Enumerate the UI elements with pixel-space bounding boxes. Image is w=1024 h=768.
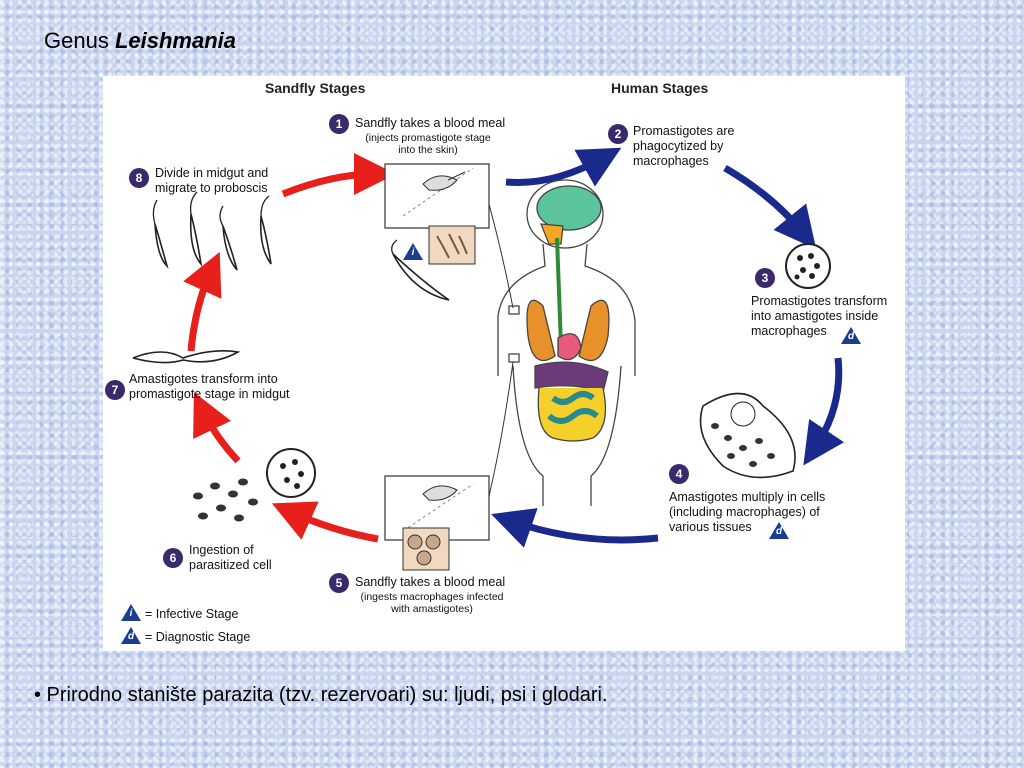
step-7-text: Amastigotes transform into promastigote … xyxy=(129,372,290,401)
step-7-number: 7 xyxy=(105,380,125,400)
step-6-number: 6 xyxy=(163,548,183,568)
arrow-7-to-8 xyxy=(183,251,222,352)
bullet-text: • Prirodno stanište parazita (tzv. rezer… xyxy=(34,684,608,706)
arrow-1-to-2 xyxy=(505,147,622,187)
header-human-stages: Human Stages xyxy=(611,80,709,96)
human-figure xyxy=(497,179,636,506)
diagnostic-stage-icon-3: d xyxy=(841,327,861,344)
step-8-number: 8 xyxy=(129,168,149,188)
step-1-text: Sandfly takes a blood meal xyxy=(355,116,506,130)
step-5-text: Sandfly takes a blood meal xyxy=(355,575,506,589)
title-genus: Leishmania xyxy=(114,28,236,53)
step-8-text: Divide in midgut and migrate to probosci… xyxy=(155,166,269,195)
connector-line-bottom xyxy=(488,361,514,497)
step-3-text: Promastigotes transform into amastigotes… xyxy=(751,294,888,338)
step-3-number: 3 xyxy=(755,268,775,288)
connector-line-top xyxy=(488,203,514,309)
infective-stage-icon: i xyxy=(403,243,423,260)
diagram-artwork xyxy=(132,147,845,571)
step-4-text: Amastigotes multiply in cells (including… xyxy=(669,490,826,534)
life-cycle-diagram: Sandfly Stages Human Stages 1 Sandfly ta… xyxy=(103,76,905,651)
arrow-3-to-4 xyxy=(803,357,845,466)
step-2-number: 2 xyxy=(608,124,628,144)
step-6-text: Ingestion of parasitized cell xyxy=(189,543,272,572)
slide-title: Genus Leishmania xyxy=(44,28,236,54)
arrow-2-to-3 xyxy=(723,164,817,250)
promastigote-inset-top xyxy=(428,225,476,265)
arrow-8-to-1 xyxy=(281,153,396,198)
step-4-number: 4 xyxy=(669,464,689,484)
header-sandfly-stages: Sandfly Stages xyxy=(265,80,366,96)
macrophage-cell xyxy=(785,243,831,289)
diagnostic-stage-icon-4: d xyxy=(769,522,789,539)
step-5-subtext: (ingests macrophages infected with amast… xyxy=(360,591,504,615)
step-2-text: Promastigotes are phagocytized by macrop… xyxy=(633,124,735,168)
parasitized-cell xyxy=(266,448,316,498)
arrow-5-to-6 xyxy=(271,501,379,543)
sandfly-box-top xyxy=(384,163,490,229)
step-5-number: 5 xyxy=(329,573,349,593)
arrow-4-to-5 xyxy=(491,508,659,548)
legend-infective-text: = Infective Stage xyxy=(145,607,239,621)
promastigotes-group xyxy=(154,213,450,301)
title-prefix: Genus xyxy=(44,28,115,53)
legend-diagnostic-icon: d xyxy=(121,627,141,644)
arrow-6-to-7 xyxy=(193,392,241,464)
step-1-subtext: (injects promastigote stage into the ski… xyxy=(365,132,491,156)
legend-diagnostic-text: = Diagnostic Stage xyxy=(145,630,251,644)
promastigote-midgut xyxy=(132,350,241,364)
step-1-number: 1 xyxy=(329,114,349,134)
legend-infective-icon: i xyxy=(121,604,141,621)
